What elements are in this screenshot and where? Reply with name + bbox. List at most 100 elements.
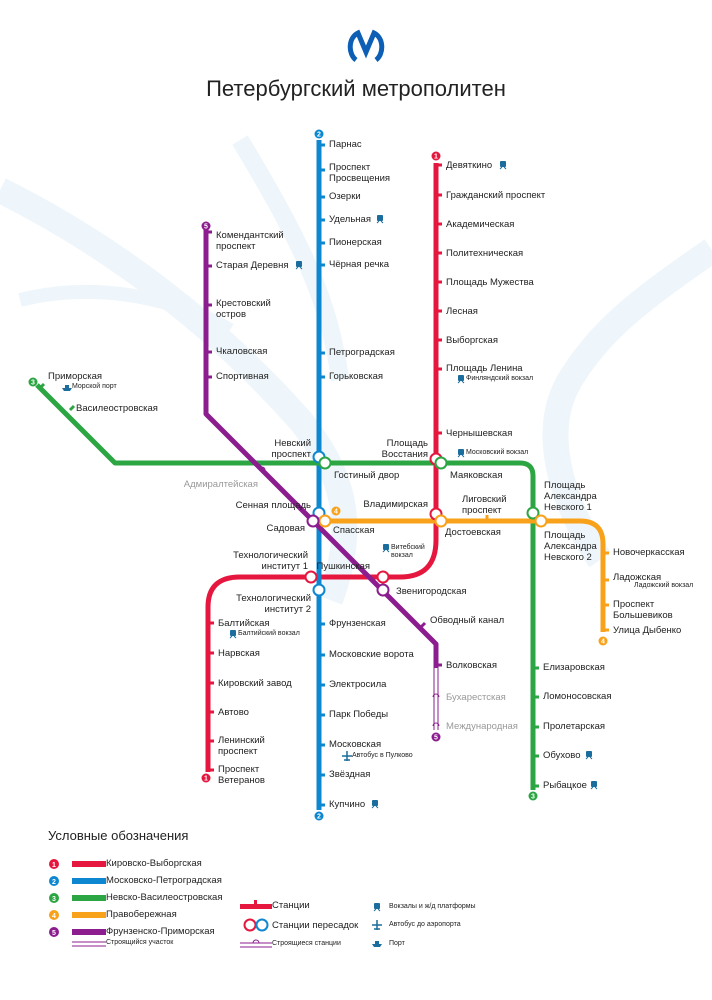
line-4-track: [325, 518, 606, 632]
transfer-station-circle: [526, 506, 540, 520]
station-label: Выборгская: [446, 335, 498, 346]
station-label: Лиговский проспект: [462, 494, 507, 516]
station-label: Адмиралтейская: [183, 479, 258, 490]
line-badge: [49, 893, 59, 903]
station-label: Елизаровская: [543, 662, 605, 673]
railway-station-icon: [382, 544, 390, 553]
transfer-symbol-red: [243, 918, 257, 932]
legend-line-1-swatch: 1: [49, 859, 106, 869]
line-1-badge: [431, 151, 441, 161]
airplane-icon: [342, 751, 352, 761]
legend-line-3-swatch: 3: [49, 893, 106, 903]
station-label: Невский проспект: [271, 438, 311, 460]
station-label: Лесная: [446, 306, 478, 317]
station-label: Старая Деревня: [216, 260, 289, 271]
station-tick-symbol: [254, 900, 257, 905]
line-swatch: [72, 912, 106, 918]
station-label: Международная: [446, 721, 518, 732]
legend-airport-bus: Автобус до аэропорта: [389, 921, 461, 928]
line-4-badge: [331, 506, 341, 516]
station-note: Финляндский вокзал: [466, 375, 534, 382]
station-label: Ленинский проспект: [218, 735, 265, 757]
station-label: Ломоносовская: [543, 691, 612, 702]
station-label: Улица Дыбенко: [613, 625, 682, 636]
station-label: Балтийская: [218, 618, 270, 629]
station-label: Звенигородская: [396, 586, 467, 597]
station-label: Московская: [329, 739, 382, 750]
railway-station-icon: [229, 630, 237, 639]
railway-station-icon: [499, 161, 507, 170]
station-label: Крестовский остров: [216, 298, 271, 320]
transfer-station-circle: [304, 570, 318, 584]
station-label: Парнас: [329, 139, 362, 150]
line-2-badge-number: 2: [317, 132, 321, 139]
station-label: Технологический институт 2: [236, 593, 311, 615]
station-label: Ладожская: [613, 572, 662, 583]
station-label: Чкаловская: [216, 346, 268, 357]
transfer-station-circle: [376, 583, 390, 597]
station-label: Гражданский проспект: [446, 190, 546, 201]
line-2-badge: [314, 811, 324, 821]
construction-track: [433, 668, 439, 730]
line-4-badge-number: 4: [334, 509, 338, 516]
station-label: Сенная площадь: [235, 500, 311, 511]
station-label: Политехническая: [446, 248, 524, 259]
station-label: Чёрная речка: [329, 259, 390, 270]
legend-line-3-name: Невско-Василеостровская: [106, 892, 223, 903]
line-badge-number: 3: [52, 896, 56, 903]
station-label: Чернышевская: [446, 428, 513, 439]
station-tick: [68, 404, 76, 412]
line-swatch: [72, 895, 106, 901]
station-label: Пролетарская: [543, 721, 606, 732]
line-4-badge-number: 4: [601, 639, 605, 646]
transfer-station-circle: [306, 514, 320, 528]
line-badge: [49, 859, 59, 869]
railway-station-icon: [457, 449, 465, 458]
construction-line-swatch: [72, 941, 106, 947]
railway-station-icon: [373, 903, 381, 912]
line-badge-number: 4: [52, 913, 56, 920]
station-label: Звёздная: [329, 769, 371, 780]
metro-logo-icon: [347, 29, 385, 62]
transfer-station-circle: [434, 514, 448, 528]
station-label: Владимирская: [363, 499, 428, 510]
legend-title: Условные обозначения: [48, 828, 189, 843]
station-label: Академическая: [446, 219, 515, 230]
transfer-station-circle: [312, 583, 326, 597]
station-label: Проспект Просвещения: [329, 162, 391, 184]
legend-line-5-name: Фрунзенско-Приморская: [106, 926, 215, 937]
station-label: Парк Победы: [329, 709, 389, 720]
transfer-symbol-blue: [255, 918, 269, 932]
line-5-badge: [201, 221, 211, 231]
station-label: Нарвская: [218, 648, 260, 659]
ship-icon: [372, 941, 382, 947]
line-1-badge-number: 1: [434, 154, 438, 161]
construction-station-mark: [258, 466, 266, 471]
station-label: Пушкинская: [316, 561, 370, 572]
transfer-station-circle: [534, 514, 548, 528]
line-5-badge-number: 5: [434, 735, 438, 742]
legend-construction-stations: Строящиеся станции: [272, 940, 341, 947]
legend-line-4-name: Правобережная: [106, 909, 177, 920]
station-label: Спортивная: [216, 371, 269, 382]
construction-station-symbol: [240, 939, 272, 948]
station-label: Рыбацкое: [543, 780, 587, 791]
line-1-track: [205, 163, 439, 772]
station-label: Садовая: [266, 523, 305, 534]
station-label: Площадь Мужества: [446, 277, 534, 288]
station-label: Озерки: [329, 191, 361, 202]
station-label: Петроградская: [329, 347, 395, 358]
construction-station-mark: [432, 722, 440, 727]
transfer-station-circle: [434, 456, 448, 470]
legend-line-5-swatch: 5: [49, 927, 106, 937]
railway-station-icon: [377, 215, 384, 224]
line-1-badge: [201, 773, 211, 783]
station-label: Василеостровская: [76, 403, 158, 414]
station-label: Площадь Восстания: [381, 438, 428, 460]
station-label: Проспект Большевиков: [613, 599, 673, 621]
line-3-badge: [528, 791, 538, 801]
station-label: Обухово: [543, 750, 581, 761]
station-label: Маяковская: [450, 470, 503, 481]
ship-icon: [62, 385, 72, 391]
line-3-badge-number: 3: [31, 380, 35, 387]
